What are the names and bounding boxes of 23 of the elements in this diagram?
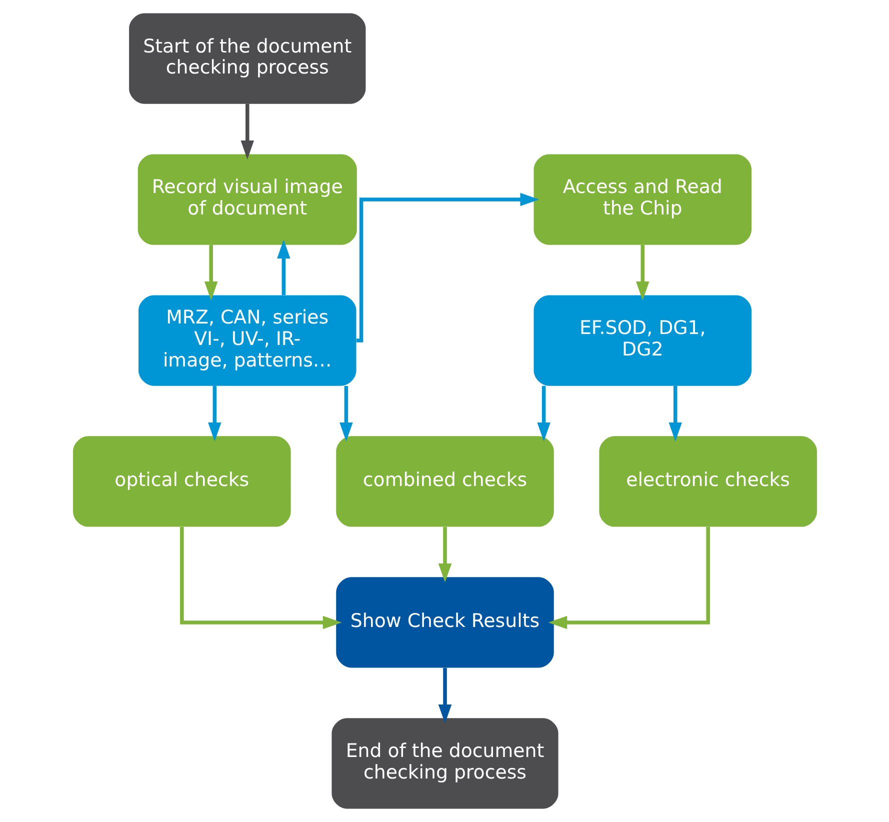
node-box: End of the document checking process xyxy=(331,718,558,809)
arrow xyxy=(180,526,342,630)
arrow xyxy=(276,240,290,296)
arrow xyxy=(668,386,682,442)
arrow xyxy=(339,386,352,442)
arrow xyxy=(240,104,254,160)
arrow xyxy=(438,668,452,724)
arrow xyxy=(636,244,649,300)
arrow xyxy=(204,244,218,300)
arrow xyxy=(536,386,550,442)
node-box: combined checks xyxy=(336,436,554,527)
node-box: Access and Read the Chip xyxy=(533,154,751,245)
node-box: Record visual image of document xyxy=(137,154,356,245)
node-box: Start of the document checking process xyxy=(128,13,366,104)
arrow xyxy=(548,526,710,630)
arrow xyxy=(208,386,221,442)
node-box: electronic checks xyxy=(598,436,816,527)
node-box: MRZ, CAN, series VI-, UV-, IR- image, patterns… xyxy=(138,295,356,386)
arrow xyxy=(438,526,452,582)
node-box: Show Check Results xyxy=(336,577,554,668)
node-box: optical checks xyxy=(72,436,290,527)
node-box: EF.SOD, DG1, DG2 xyxy=(533,295,751,386)
arrow xyxy=(356,192,539,342)
